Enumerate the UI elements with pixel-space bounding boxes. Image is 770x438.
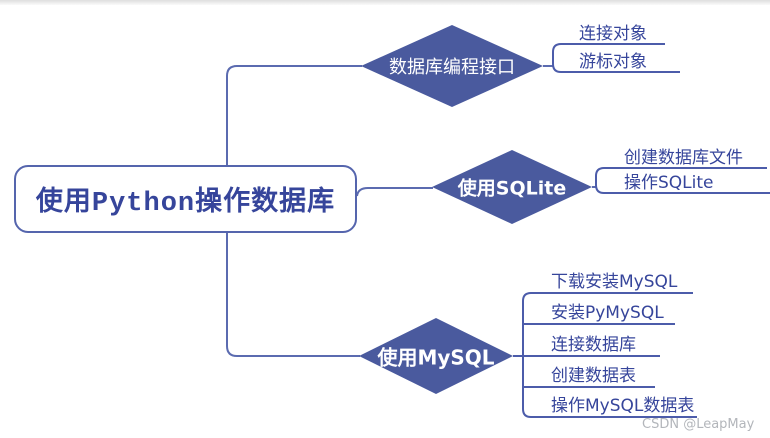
window-top-edge bbox=[0, 0, 770, 5]
root-node[interactable]: 使用Python操作数据库 bbox=[14, 165, 357, 233]
bracket-database-api-children bbox=[552, 43, 680, 73]
leaf-create-database-file[interactable]: 创建数据库文件 bbox=[624, 148, 743, 168]
leaf-operate-sqlite[interactable]: 操作SQLite bbox=[624, 173, 714, 193]
csdn-watermark: CSDN @LeapMay bbox=[642, 417, 755, 432]
branch-node-sqlite[interactable]: 使用SQLite bbox=[457, 177, 567, 200]
leaf-cursor-object[interactable]: 游标对象 bbox=[579, 52, 647, 72]
leaf-connection-object[interactable]: 连接对象 bbox=[579, 24, 647, 44]
branch-node-mysql[interactable]: 使用MySQL bbox=[377, 345, 495, 370]
bracket-sqlite-children bbox=[595, 167, 770, 194]
leaf-operate-mysql-table[interactable]: 操作MySQL数据表 bbox=[551, 396, 695, 416]
leaf-connect-database[interactable]: 连接数据库 bbox=[551, 335, 636, 355]
sqlite-diamond-shape[interactable] bbox=[432, 150, 592, 224]
connector-root-to-mysql bbox=[226, 233, 360, 357]
leaf-download-install-mysql[interactable]: 下载安装MySQL bbox=[551, 272, 678, 292]
connector-root-to-database-api bbox=[226, 65, 362, 166]
root-node-label: 使用Python操作数据库 bbox=[35, 189, 336, 219]
leaf-install-pymysql[interactable]: 安装PyMySQL bbox=[551, 303, 664, 323]
mysql-diamond-shape[interactable] bbox=[359, 318, 513, 394]
branch-node-database-api[interactable]: 数据库编程接口 bbox=[389, 57, 515, 78]
leaf-create-data-table[interactable]: 创建数据表 bbox=[551, 366, 636, 386]
connector-root-to-sqlite bbox=[356, 187, 433, 197]
database-api-diamond-shape[interactable] bbox=[361, 25, 543, 107]
